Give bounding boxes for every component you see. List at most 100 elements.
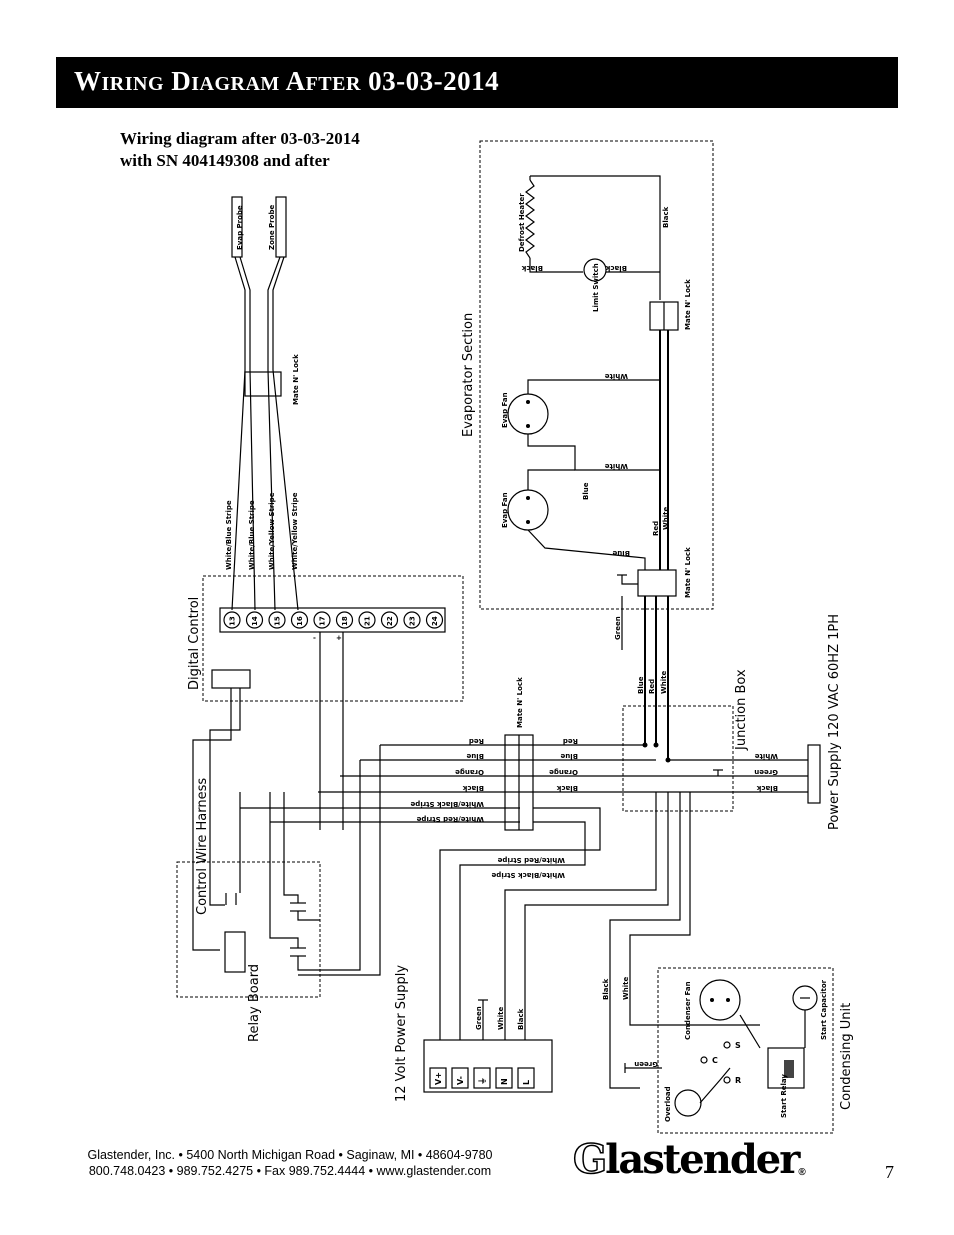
terminal-label-16: 16 — [296, 616, 304, 626]
wire-label-wys-p1: White/Yellow Stripe — [268, 492, 276, 570]
limit-switch-label: Limit Switch — [592, 263, 600, 312]
wire-label-black-ls1: Black — [521, 264, 543, 272]
condenser-fan — [699, 979, 741, 1021]
wire-label-black-top: Black — [662, 206, 670, 228]
caption-line-2: with SN 404149308 and after — [120, 151, 330, 170]
caption-line-1: Wiring diagram after 03-03-2014 — [120, 129, 360, 148]
evap-fan-label-2: Evap Fan — [501, 492, 509, 528]
psu-terminal-2 — [473, 1067, 491, 1089]
wire-label-black-ls2: Black — [605, 264, 627, 272]
terminal-13 — [223, 611, 241, 629]
evaporator-section-label: Evaporator Section — [461, 313, 476, 437]
overload-label: Overload — [664, 1086, 672, 1122]
mate-n-lock-label-3: Mate N' Lock — [516, 677, 524, 728]
wire-label-wbs-l: White/Black Stripe — [410, 800, 484, 808]
relay-coil — [224, 931, 246, 973]
wire-label-white-ps: White — [755, 752, 778, 760]
terminal-strip — [219, 607, 446, 633]
terminal-18 — [335, 611, 354, 629]
logo-initial: G — [572, 1136, 608, 1183]
terminal-label-23: 23 — [409, 616, 417, 626]
mate-n-lock-label-2: Mate N' Lock — [684, 547, 692, 598]
wire-label-white-psu: White — [497, 1007, 505, 1030]
mate-n-lock-label-4: Mate N' Lock — [292, 354, 300, 405]
zone-probe-label: Zone Probe — [268, 205, 276, 250]
wire-label-wrs-l: White/Red Stripe — [416, 815, 484, 823]
wire-label-white-evap: White — [662, 507, 670, 530]
psu-terminal-3 — [495, 1067, 513, 1089]
terminal-label-21: 21 — [364, 616, 372, 626]
compressor-terminal-C — [700, 1056, 708, 1064]
footer-line-1: Glastender, Inc. • 5400 North Michigan R… — [87, 1148, 493, 1162]
condensing-unit-label: Condensing Unit — [839, 1003, 854, 1110]
defrost-heater-zigzag — [525, 179, 535, 259]
registered-mark: ® — [798, 1167, 806, 1178]
junction-box — [622, 705, 734, 812]
footer-address: Glastender, Inc. • 5400 North Michigan R… — [40, 1147, 540, 1179]
footer-line-2: 800.748.0423 • 989.752.4275 • Fax 989.75… — [88, 1164, 492, 1178]
terminal-label-14: 14 — [251, 616, 259, 626]
compressor-terminal-S — [723, 1041, 731, 1049]
terminal-21 — [358, 611, 376, 629]
plus-sign: + — [336, 634, 342, 642]
condensing-unit-box — [657, 967, 834, 1134]
psu-terminal-label-4: L — [522, 1080, 531, 1085]
evaporator-section-box — [479, 140, 714, 610]
overload — [674, 1089, 702, 1117]
relay-board-box — [176, 861, 321, 998]
psu-terminal-label-3: N — [500, 1078, 509, 1085]
wire-label-white-2: White — [605, 462, 628, 470]
wire-label-green-evap: Green — [614, 616, 622, 640]
terminal-label-17: 17 — [319, 616, 327, 626]
psu-terminal-label-1: V- — [456, 1076, 465, 1085]
terminal-14 — [245, 611, 264, 629]
psu-terminal-0 — [429, 1067, 447, 1089]
evap-fan-label-1: Evap Fan — [501, 392, 509, 428]
power-supply-text: Power Supply 120 VAC 60HZ 1PH — [827, 614, 842, 830]
start-capacitor-label: Start Capacitor — [820, 979, 828, 1040]
wire-label-blue-fan: Blue — [582, 482, 590, 500]
wire-label-black-cond: Black — [602, 978, 610, 1000]
psu-terminal-label-2: ⏚ — [478, 1077, 487, 1085]
wire-label-red-jb: Red — [648, 679, 656, 694]
evap-probe-label: Evap Probe — [236, 205, 244, 250]
terminal-17 — [313, 611, 331, 629]
wire-label-orange-r: Orange — [549, 768, 578, 776]
terminal-24 — [425, 611, 444, 629]
wire-label-red-l: Red — [469, 737, 484, 745]
terminal-label-22: 22 — [386, 616, 394, 626]
wire-label-white-jb: White — [660, 671, 668, 694]
relay-board-label: Relay Board — [247, 964, 262, 1042]
wire-label-white-cond: White — [622, 977, 630, 1000]
page-title: WIRING DIAGRAM AFTER 03-03-2014 — [74, 66, 499, 97]
compressor-terminal-R — [723, 1076, 731, 1084]
wire-label-blue-l: Blue — [466, 752, 484, 760]
wire-label-blue-fan2: Blue — [612, 549, 630, 557]
wire-label-blue-r: Blue — [560, 752, 578, 760]
wire-label-green-cond: Green — [634, 1060, 658, 1068]
logo-rest: lastender — [605, 1136, 800, 1183]
wire-label-red-evap: Red — [652, 521, 660, 536]
mate-n-lock-probe — [244, 371, 282, 397]
wire-label-wrs-2: White/Red Stripe — [497, 856, 565, 864]
wire-label-blue-jb: Blue — [637, 676, 645, 694]
wire-label-black-l: Black — [462, 784, 484, 792]
control-wire-harness-label: Control Wire Harness — [195, 778, 210, 915]
condenser-fan-label: Condenser Fan — [684, 981, 692, 1040]
compressor-terminal-label-S: S — [735, 1041, 741, 1050]
compressor-terminals: SCR — [700, 1041, 741, 1085]
digital-control-label: Digital Control — [187, 597, 202, 690]
page-title-text: WIRING DIAGRAM AFTER 03-03-2014 — [74, 66, 500, 96]
wire-label-wbs-p2: White/Blue Stripe — [248, 500, 256, 570]
wire-label-red-r: Red — [563, 737, 578, 745]
display-connector — [211, 669, 251, 689]
start-relay-label: Start Relay — [780, 1074, 788, 1118]
terminal-15 — [268, 611, 286, 629]
wire-label-orange-l: Orange — [455, 768, 484, 776]
compressor-terminal-label-C: C — [712, 1056, 718, 1065]
wire-label-green-psu: Green — [475, 1006, 483, 1030]
wire-label-wbs-p1: White/Blue Stripe — [225, 500, 233, 570]
